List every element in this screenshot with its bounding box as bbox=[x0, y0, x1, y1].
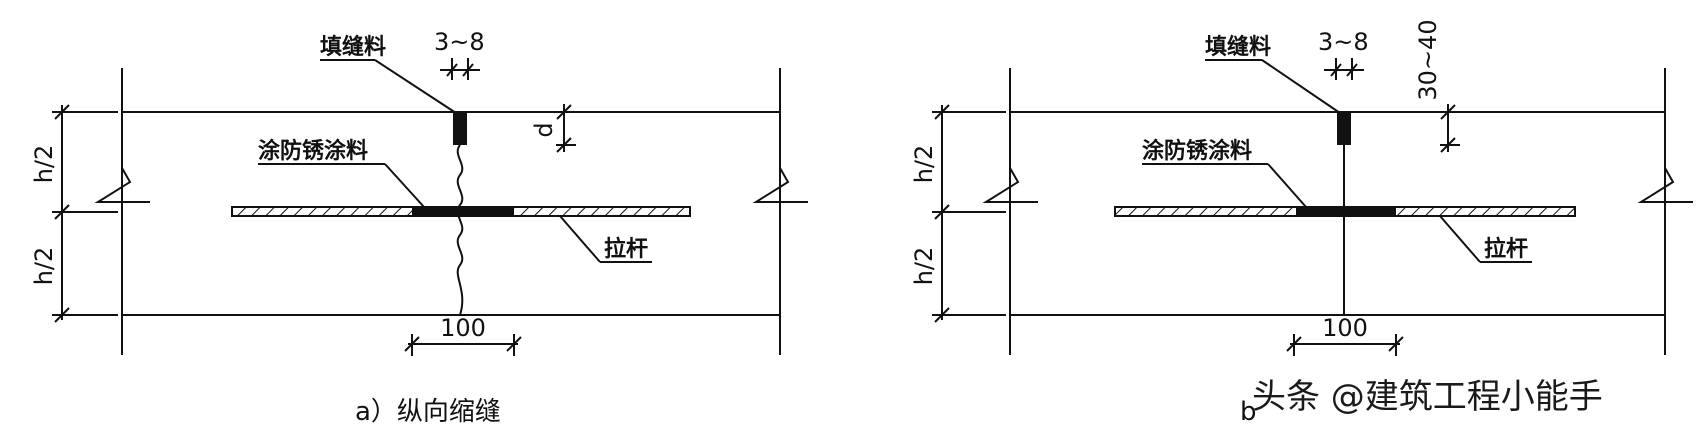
depth-dimension-a: d bbox=[530, 104, 576, 153]
filler-callout-b: 填缝料 bbox=[1205, 34, 1341, 114]
tiebar-callout-a: 拉杆 bbox=[559, 215, 652, 263]
half-height-label-bottom-a: h/2 bbox=[30, 247, 58, 286]
slab-outline-a bbox=[94, 68, 808, 355]
diagram-a: h/2 h/2 填缝料 3~8 bbox=[30, 28, 808, 427]
depth-dimension-b: 30~40 bbox=[1414, 19, 1460, 153]
depth-label-a: d bbox=[530, 122, 558, 137]
half-height-label-top-b: h/2 bbox=[910, 145, 938, 184]
tiebar-label-b: 拉杆 bbox=[1484, 236, 1528, 262]
crack-line-a bbox=[456, 144, 464, 316]
width-label-a: 100 bbox=[440, 314, 486, 342]
coating-callout-a: 涂防锈涂料 bbox=[258, 138, 425, 208]
width-label-b: 100 bbox=[1322, 314, 1368, 342]
watermark-text: 头条 @建筑工程小能手 bbox=[1252, 377, 1603, 417]
width-dimension-b: 100 bbox=[1286, 314, 1404, 356]
gap-dimension-b: 3~8 bbox=[1318, 28, 1369, 80]
filler-block-b bbox=[1337, 112, 1351, 145]
gap-label-b: 3~8 bbox=[1318, 28, 1369, 56]
tie-bar-a bbox=[231, 206, 691, 217]
coating-label-a: 涂防锈涂料 bbox=[258, 138, 368, 164]
filler-callout-a: 填缝料 bbox=[320, 34, 457, 114]
caption-b-prefix: b bbox=[1240, 397, 1257, 427]
filler-block-a bbox=[453, 112, 467, 145]
coating-label-b: 涂防锈涂料 bbox=[1142, 138, 1252, 164]
filler-label-b: 填缝料 bbox=[1205, 34, 1271, 60]
width-dimension-a: 100 bbox=[404, 314, 522, 356]
gap-dimension-a: 3~8 bbox=[434, 28, 485, 80]
diagram-b: h/2 h/2 填缝料 3~8 30~40 bbox=[910, 19, 1693, 427]
coating-callout-b: 涂防锈涂料 bbox=[1142, 138, 1307, 208]
depth-label-b: 30~40 bbox=[1414, 19, 1442, 100]
tiebar-callout-b: 拉杆 bbox=[1439, 215, 1532, 263]
tiebar-label-a: 拉杆 bbox=[604, 236, 648, 262]
gap-label-a: 3~8 bbox=[434, 28, 485, 56]
height-dimension-b: h/2 h/2 bbox=[910, 104, 1006, 323]
filler-label-a: 填缝料 bbox=[320, 34, 386, 60]
half-height-label-bottom-b: h/2 bbox=[910, 247, 938, 286]
caption-a: a）纵向缩缝 bbox=[355, 397, 501, 427]
height-dimension-a: h/2 h/2 bbox=[30, 104, 118, 323]
half-height-label-top-a: h/2 bbox=[30, 145, 58, 184]
